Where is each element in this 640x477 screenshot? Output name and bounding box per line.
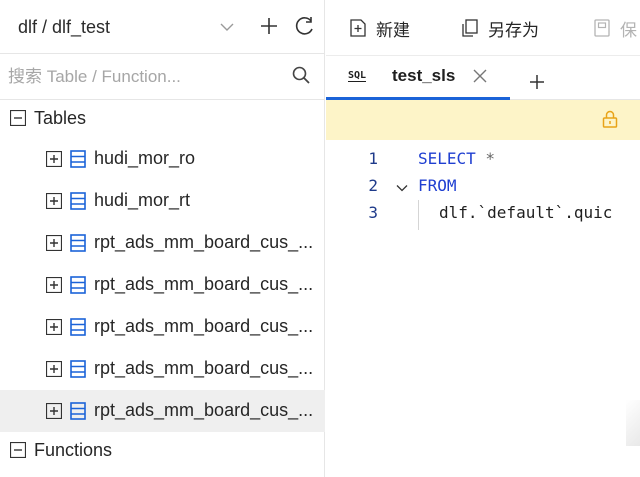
- database-selector[interactable]: dlf / dlf_test: [18, 17, 111, 37]
- sql-badge: SQL: [348, 70, 367, 82]
- tab-label: test_sls: [392, 66, 456, 85]
- new-file-icon: [350, 19, 366, 37]
- code-line-2: FROM: [418, 176, 457, 195]
- table-item[interactable]: rpt_ads_mm_board_cus_...: [0, 348, 325, 390]
- table-icon: [70, 276, 86, 294]
- expand-icon[interactable]: [46, 403, 62, 419]
- table-item[interactable]: hudi_mor_ro: [0, 138, 325, 180]
- collapse-icon[interactable]: [10, 442, 26, 458]
- table-item[interactable]: hudi_mor_rt: [0, 180, 325, 222]
- table-name: rpt_ads_mm_board_cus_...: [94, 232, 314, 252]
- editor-panel: 新建 另存为 保 SQL test_sls 1 2 3 SELECT * FRO…: [326, 0, 640, 477]
- save-as-button-label: 另存为: [488, 20, 539, 40]
- editor-toolbar: 新建 另存为 保: [326, 0, 640, 56]
- readonly-banner: [326, 100, 640, 140]
- expand-icon[interactable]: [46, 193, 62, 209]
- functions-section-header[interactable]: Functions: [0, 432, 325, 470]
- sql-keyword: FROM: [418, 176, 457, 195]
- expand-icon[interactable]: [46, 361, 62, 377]
- new-button-label: 新建: [376, 20, 410, 40]
- sql-token: *: [475, 149, 496, 168]
- table-icon: [70, 150, 86, 168]
- table-name: rpt_ads_mm_board_cus_...: [94, 358, 314, 378]
- line-number: 2: [368, 176, 378, 195]
- table-name: rpt_ads_mm_board_cus_...: [94, 274, 314, 294]
- table-name: hudi_mor_rt: [94, 190, 191, 210]
- indent-guide: [418, 200, 419, 230]
- copy-icon: [462, 19, 478, 37]
- table-name: hudi_mor_ro: [94, 148, 196, 168]
- new-button[interactable]: 新建: [350, 16, 410, 40]
- table-icon: [70, 402, 86, 420]
- table-item-selected[interactable]: rpt_ads_mm_board_cus_...: [0, 390, 325, 432]
- table-icon: [70, 360, 86, 378]
- add-icon[interactable]: [258, 15, 280, 37]
- line-number: 3: [368, 203, 378, 222]
- sql-token: dlf.`default`.quic: [439, 203, 613, 222]
- line-number: 1: [368, 149, 378, 168]
- lock-icon: [602, 110, 618, 128]
- collapse-icon[interactable]: [10, 110, 26, 126]
- table-icon: [70, 234, 86, 252]
- save-icon: [594, 19, 610, 37]
- sql-editor[interactable]: 1 2 3 SELECT * FROM dlf.`default`.quic: [326, 140, 640, 477]
- code-line-1: SELECT *: [418, 149, 495, 168]
- search-icon[interactable]: [291, 65, 311, 85]
- corner-shadow: [626, 400, 640, 446]
- table-name: rpt_ads_mm_board_cus_...: [94, 400, 314, 420]
- expand-icon[interactable]: [46, 319, 62, 335]
- save-as-button[interactable]: 另存为: [462, 16, 539, 40]
- code-line-3: dlf.`default`.quic: [439, 203, 612, 222]
- editor-tabs: SQL test_sls: [326, 56, 640, 100]
- sql-keyword: SELECT: [418, 149, 476, 168]
- tab-test-sls[interactable]: SQL test_sls: [326, 56, 510, 100]
- expand-icon[interactable]: [46, 151, 62, 167]
- table-icon: [70, 192, 86, 210]
- object-explorer-panel: dlf / dlf_test Tables hudi_mor_ro hudi_m…: [0, 0, 325, 477]
- functions-section-label: Functions: [34, 440, 113, 460]
- save-button-label: 保: [620, 20, 637, 40]
- table-item[interactable]: rpt_ads_mm_board_cus_...: [0, 264, 325, 306]
- close-icon[interactable]: [472, 68, 488, 84]
- refresh-icon[interactable]: [294, 15, 316, 37]
- tables-section-label: Tables: [34, 108, 87, 128]
- search-input[interactable]: [8, 62, 278, 92]
- add-tab-icon[interactable]: [527, 72, 547, 92]
- search-bar: [0, 54, 325, 100]
- table-item[interactable]: rpt_ads_mm_board_cus_...: [0, 306, 325, 348]
- explorer-header: dlf / dlf_test: [0, 0, 325, 54]
- table-icon: [70, 318, 86, 336]
- save-button[interactable]: 保: [594, 16, 637, 40]
- table-item[interactable]: rpt_ads_mm_board_cus_...: [0, 222, 325, 264]
- tables-section-header[interactable]: Tables: [0, 100, 325, 138]
- fold-chevron-icon[interactable]: [396, 182, 408, 194]
- chevron-down-icon[interactable]: [218, 18, 236, 36]
- expand-icon[interactable]: [46, 235, 62, 251]
- expand-icon[interactable]: [46, 277, 62, 293]
- table-name: rpt_ads_mm_board_cus_...: [94, 316, 314, 336]
